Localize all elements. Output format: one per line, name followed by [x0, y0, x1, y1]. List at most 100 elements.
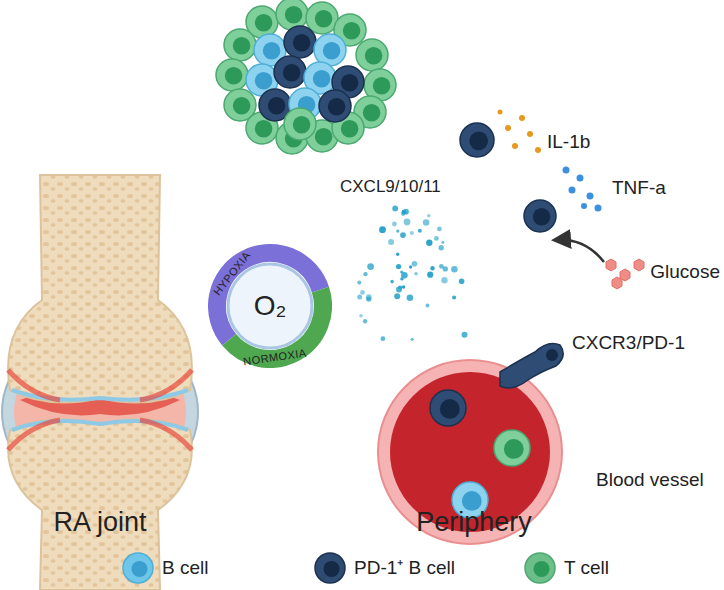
nucleus: [533, 208, 551, 226]
chemokine-dot: [380, 227, 383, 230]
nucleus: [363, 104, 381, 122]
chemokine-dot: [392, 206, 398, 212]
cell: [284, 26, 316, 58]
region-label: RA joint: [53, 508, 146, 538]
chemokine-dot: [407, 294, 414, 301]
cell: [494, 430, 530, 466]
nucleus: [225, 67, 243, 85]
nucleus: [324, 561, 340, 577]
nucleus: [293, 116, 311, 134]
chemokine-dot: [411, 338, 414, 341]
cell: [216, 59, 248, 91]
legend-text: T cell: [564, 558, 609, 579]
nucleus: [328, 98, 346, 116]
oxygen-core: [228, 264, 312, 348]
chemokine-dot: [437, 227, 442, 232]
chemokine-dot: [443, 266, 448, 271]
chemokine-dot: [394, 293, 400, 299]
chemokine-dot: [357, 281, 361, 285]
chemokine-dot: [441, 277, 447, 283]
nucleus: [341, 74, 359, 92]
chemokine-dot: [414, 272, 417, 275]
chemokine-dot: [418, 229, 422, 233]
chemokine-dot: [381, 336, 386, 341]
chemokine-dot: [412, 261, 418, 267]
chemokine-dot: [441, 241, 444, 244]
cell: [276, 0, 308, 30]
cytokine-label: IL-1b: [547, 132, 590, 153]
nucleus: [534, 561, 550, 577]
nucleus: [504, 439, 524, 459]
nucleus: [255, 14, 273, 32]
legend-cells: [123, 553, 555, 583]
metabolite-label: Glucose: [650, 262, 720, 283]
chemokine-dot: [392, 222, 397, 227]
nucleus: [268, 97, 286, 115]
chemokine-dot: [402, 210, 407, 215]
chemokine-dot: [396, 264, 401, 269]
legend-swatch: [123, 553, 153, 583]
chemokine-dot: [396, 230, 399, 233]
nucleus: [263, 42, 281, 60]
chemokine-dots: [357, 206, 467, 342]
nucleus: [373, 77, 391, 95]
chemokine-dot: [396, 286, 402, 292]
nucleus: [293, 34, 311, 52]
nucleus: [469, 132, 488, 151]
chemokine-dot: [379, 226, 386, 233]
nucleus: [285, 6, 303, 24]
nucleus: [233, 37, 251, 55]
cytokine-label: TNF-a: [612, 178, 666, 199]
chemokine-dot: [367, 263, 374, 270]
chemokine-dot: [434, 236, 439, 241]
chemokine-dot: [396, 253, 399, 256]
uptake-arrow: [556, 240, 604, 262]
cells: [216, 0, 556, 518]
receptor-label: CXCR3/PD-1: [572, 333, 685, 354]
chemokine-dot: [400, 232, 406, 238]
cell: [224, 29, 256, 61]
chemokine-dot: [359, 314, 363, 318]
nucleus: [283, 64, 301, 82]
vessel-label: Blood vessel: [596, 470, 704, 491]
nucleus: [365, 47, 383, 65]
chemokine-dot: [357, 295, 362, 300]
nucleus: [343, 22, 361, 40]
chemokine-dot: [423, 219, 430, 226]
chemokine-dot: [366, 294, 372, 300]
chemokine-label: CXCL9/10/11: [340, 178, 441, 197]
nucleus: [341, 120, 359, 138]
chemokine-dot: [426, 240, 432, 246]
chemokine-dot: [402, 285, 405, 288]
region-label: Periphery: [416, 508, 532, 538]
chemokine-dot: [459, 279, 465, 285]
glucose-hexagons: [606, 259, 644, 289]
chemokine-dot: [363, 272, 367, 276]
cell: [356, 39, 388, 71]
blood-vessel: [378, 344, 563, 544]
cell: [460, 123, 494, 157]
chemokine-dot: [462, 332, 468, 338]
chemokine-dot: [439, 245, 444, 250]
chemokine-dot: [401, 272, 408, 279]
chemokine-dot: [360, 290, 365, 295]
chemokine-dot: [427, 214, 430, 217]
legend-swatch: [525, 553, 555, 583]
nucleus: [323, 42, 341, 60]
nucleus: [132, 561, 148, 577]
nucleus: [255, 72, 273, 90]
chemokine-dot: [388, 239, 394, 245]
legend-text: B cell: [162, 558, 208, 579]
chemokine-dot: [410, 231, 414, 235]
chemokine-dot: [426, 303, 430, 307]
nucleus: [233, 97, 251, 115]
chemokine-dot: [451, 266, 458, 273]
legend-text: PD-1⁺ B cell: [354, 558, 455, 579]
oxygen-circle: O₂HYPOXIANORMOXIA: [208, 244, 332, 368]
nucleus: [315, 128, 333, 146]
cell: [430, 390, 466, 426]
cell: [319, 90, 351, 122]
cell: [284, 108, 316, 140]
oxygen-label: O₂: [254, 292, 287, 320]
